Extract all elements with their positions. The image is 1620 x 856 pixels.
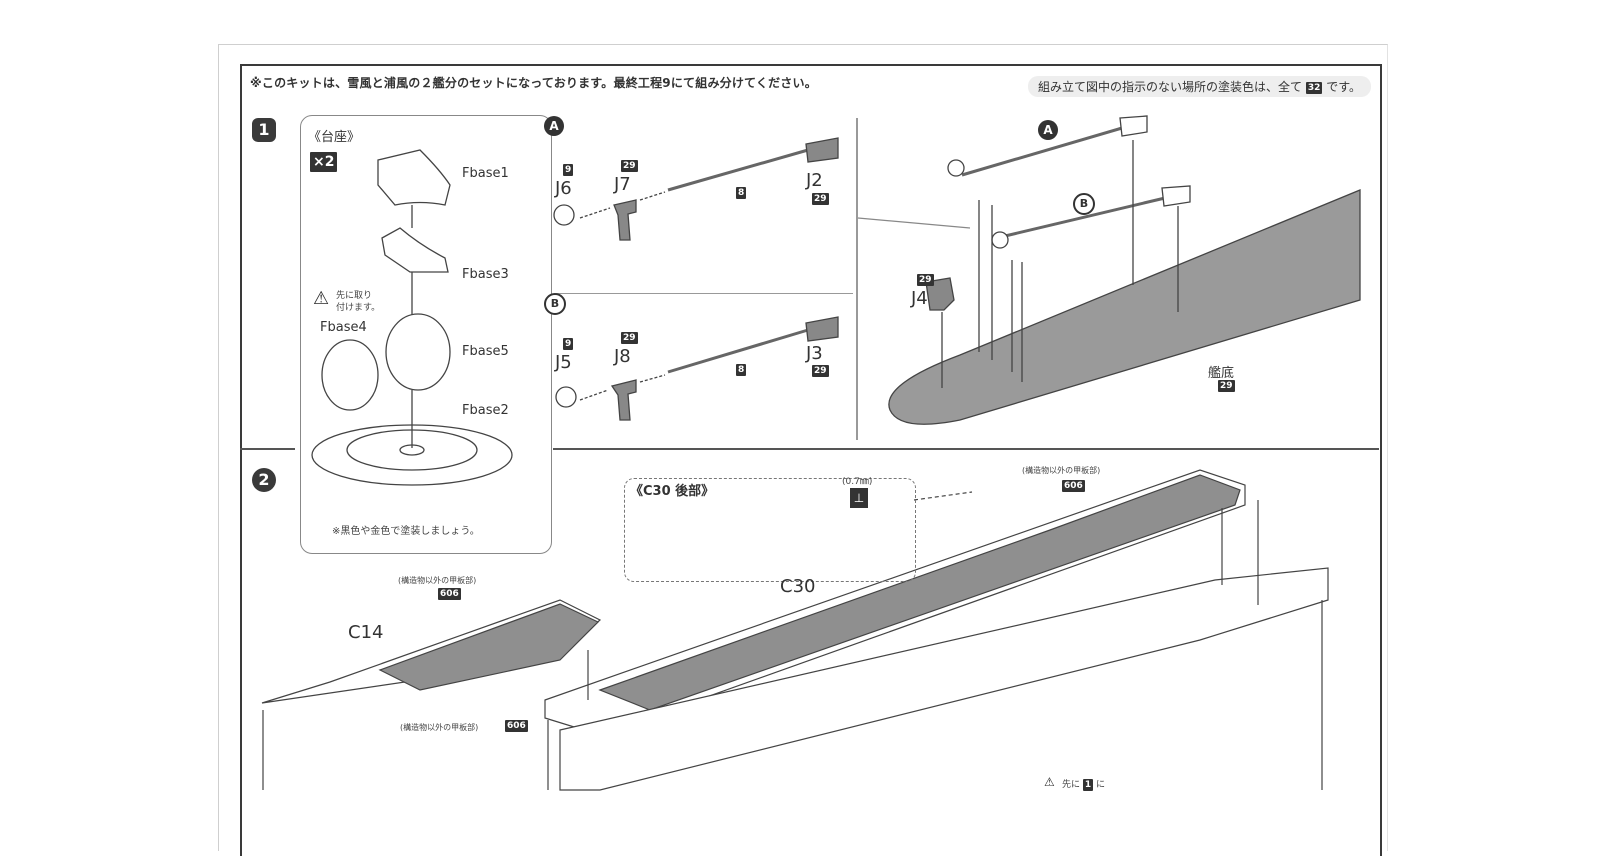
hull-marker-b: B	[1073, 193, 1095, 215]
caution-icon: ⚠	[313, 288, 330, 309]
c30-detail-title: 《C30 後部》	[630, 484, 715, 499]
quantity-badge: ×2	[310, 152, 338, 172]
hull-bottom-shape	[888, 189, 1361, 425]
fbase1-shape	[377, 149, 451, 206]
j6-label: J6	[555, 178, 572, 199]
assembly-b-drawing	[555, 316, 839, 421]
hull-bottom-color-code: 29	[1218, 380, 1235, 392]
drill-size: (0.7㎜)	[842, 477, 873, 487]
stand-drawing	[311, 149, 513, 486]
fbase4-shape	[321, 339, 379, 411]
c30-detail-callout	[624, 478, 916, 582]
part-label-fbase5: Fbase5	[462, 344, 509, 359]
j4-color-code: 29	[917, 274, 934, 286]
j8-shape	[610, 379, 637, 421]
default-paint-note: 組み立て図中の指示のない場所の塗装色は、全て 32 です。	[1028, 76, 1372, 97]
kit-set-note: ※このキットは、雪風と浦風の２艦分のセットになっております。最終工程9にて組み分…	[250, 76, 817, 90]
paint-note-suffix: です。	[1326, 80, 1362, 94]
step-divider-left	[240, 448, 295, 450]
hull-bottom-label: 艦底	[1208, 366, 1235, 381]
j8-label: J8	[614, 346, 631, 367]
bottom-note-step: 1	[1082, 778, 1094, 791]
j3-shape	[805, 316, 839, 342]
paint-code-badge: 32	[1305, 81, 1323, 94]
rod-b-color-code: 8	[736, 364, 747, 376]
j4-shape	[925, 277, 955, 311]
j7-label: J7	[614, 174, 631, 195]
step-2-badge: 2	[252, 468, 276, 492]
c30-deck-color-code: 606	[1062, 480, 1085, 492]
ab-divider	[556, 293, 853, 294]
j2-color-code: 29	[812, 193, 829, 205]
j3-color-code: 29	[812, 365, 829, 377]
fbase3-shape	[381, 227, 449, 273]
caution-icon-bottom: ⚠	[1044, 775, 1055, 789]
step-1-badge: 1	[252, 118, 276, 142]
c30-deck-note: (構造物以外の甲板部)	[1022, 466, 1101, 475]
part-label-fbase3: Fbase3	[462, 267, 509, 282]
j7-shape	[613, 199, 637, 241]
c14-label: C14	[348, 622, 384, 643]
caution-text-2: 付けます。	[336, 303, 381, 313]
j7-color-code: 29	[621, 160, 638, 172]
j5-color-code: 9	[563, 338, 574, 350]
j4-label: J4	[911, 288, 928, 309]
c14-deck-note: (構造物以外の甲板部)	[398, 576, 477, 585]
hull-view-drawing	[857, 115, 1361, 425]
part-label-fbase4: Fbase4	[320, 320, 367, 335]
caution-text-1: 先に取り	[336, 291, 373, 301]
stand-panel	[300, 115, 552, 554]
j8-color-code: 29	[621, 332, 638, 344]
hull-marker-a: A	[1038, 120, 1058, 140]
bottom-note-suffix: に	[1096, 780, 1106, 790]
drill-hole-icon: ⊥	[850, 488, 868, 508]
rod-a-color-code: 8	[736, 187, 747, 199]
assembly-a-drawing	[553, 137, 839, 241]
hull-deck-note: (構造物以外の甲板部)	[400, 723, 479, 732]
part-label-fbase1: Fbase1	[462, 166, 509, 181]
instruction-frame	[240, 64, 1382, 856]
j2-label: J2	[806, 170, 823, 191]
paint-note-prefix: 組み立て図中の指示のない場所の塗装色は、全て	[1038, 80, 1303, 94]
j3-label: J3	[806, 343, 823, 364]
step1-column-divider	[856, 118, 858, 440]
step2-drawing	[261, 469, 1329, 791]
marker-b: B	[544, 293, 566, 315]
part-label-fbase2: Fbase2	[462, 403, 509, 418]
j5-label: J5	[555, 352, 572, 373]
hull-outline	[559, 567, 1329, 791]
j2-shape	[805, 137, 839, 163]
fbase5-shape	[385, 313, 451, 391]
c14-deck	[378, 603, 600, 691]
c14-deck-color-code: 606	[438, 588, 461, 600]
bottom-note-prefix: 先に	[1062, 780, 1081, 790]
stand-title: 《台座》	[308, 130, 361, 145]
stand-footnote: ※黒色や金色で塗装しましょう。	[332, 526, 480, 537]
step-divider-right	[553, 448, 1379, 450]
j6-color-code: 9	[563, 164, 574, 176]
marker-a: A	[544, 116, 564, 136]
c30-label: C30	[780, 576, 816, 597]
hull-deck-color-code: 606	[505, 720, 528, 732]
bottom-note: 先に 1 に	[1062, 777, 1105, 791]
